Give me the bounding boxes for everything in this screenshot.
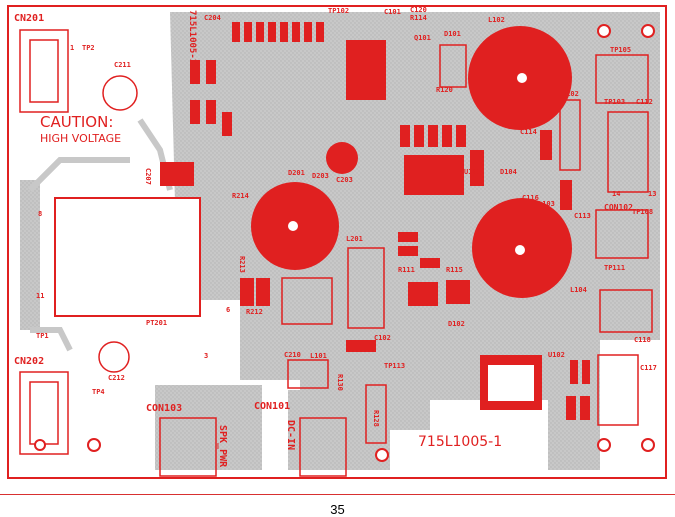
label-c212: C212 [108, 374, 125, 382]
label-c210: C210 [284, 351, 301, 359]
label-d104: D104 [500, 168, 517, 176]
pin-6: 6 [226, 306, 230, 314]
label-r111: R111 [398, 266, 415, 274]
label-q101: Q101 [414, 34, 431, 42]
heatsink-c [599, 289, 653, 333]
label-c113: C113 [574, 212, 591, 220]
label-l104: L104 [570, 286, 587, 294]
label-l101: L101 [310, 352, 327, 360]
board-part-number-vertical: 715L1005-1 [187, 10, 197, 64]
label-con103: CON103 [146, 403, 182, 414]
label-c203: C203 [336, 176, 353, 184]
label-con102: CON102 [604, 203, 633, 212]
label-c118: C118 [634, 336, 651, 344]
label-r115: R115 [446, 266, 463, 274]
label-l102: L102 [488, 16, 505, 24]
label-spk-pwr: SPK_PWR [217, 425, 228, 468]
label-r114: R114 [410, 14, 427, 22]
mounting-holes [34, 24, 655, 462]
high-voltage-text: HIGH VOLTAGE [40, 132, 121, 145]
label-tp4: TP4 [92, 388, 105, 396]
cn202-housing [19, 371, 69, 455]
pin-14: 14 [612, 190, 620, 198]
label-dc-in: DC-IN [285, 420, 296, 450]
label-tp105: TP105 [610, 46, 631, 54]
label-tp111: TP111 [604, 264, 625, 272]
c212-outline [98, 341, 130, 373]
q101-body [346, 40, 386, 100]
label-d101: D101 [444, 30, 461, 38]
label-u101: U101 [464, 168, 481, 176]
label-tp1: TP1 [36, 332, 49, 340]
label-tp113: TP113 [384, 362, 405, 370]
label-d201: D201 [288, 169, 305, 177]
pin-3: 3 [204, 352, 208, 360]
label-cn202: CN202 [14, 356, 44, 367]
board-part-number: 715L1005-1 [418, 434, 502, 450]
con102-housing [607, 111, 649, 193]
c203-outline [326, 142, 358, 174]
label-c112: C112 [636, 98, 653, 106]
heatsink-a [595, 54, 649, 104]
cn201-housing [19, 29, 69, 113]
label-c204: C204 [204, 14, 221, 22]
labels: CN201 CN202 CON103 CON101 CON102 CAUTION… [14, 6, 657, 468]
pin-8: 8 [38, 210, 42, 218]
label-r213: R213 [238, 256, 246, 273]
label-c116: C116 [522, 194, 539, 202]
heatsink-b [595, 209, 649, 259]
label-c207: C207 [144, 168, 152, 185]
label-c211: C211 [114, 61, 131, 69]
label-con101: CON101 [254, 401, 290, 412]
label-r212: R212 [246, 308, 263, 316]
d101-body [439, 44, 467, 88]
label-l103: L103 [538, 200, 555, 208]
label-c101: C101 [384, 8, 401, 16]
c211-outline [102, 75, 138, 111]
label-c102: C102 [374, 334, 391, 342]
label-c117: C117 [640, 364, 657, 372]
label-u102: U102 [548, 351, 565, 359]
pcb-silkscreen-diagram: CN201 CN202 CON103 CON101 CON102 CAUTION… [7, 5, 667, 479]
r128-body [365, 384, 387, 444]
label-r120: R120 [436, 86, 453, 94]
con103-housing [159, 417, 217, 477]
label-tp102: TP102 [328, 7, 349, 15]
label-l201: L201 [346, 235, 363, 243]
heatsink-d [597, 354, 639, 426]
label-r128: R128 [372, 410, 380, 427]
caution-text: CAUTION: [40, 113, 113, 131]
label-tp2: TP2 [82, 44, 95, 52]
label-r214: R214 [232, 192, 249, 200]
pin-1-cn201: 1 [70, 44, 74, 52]
label-d203: D203 [312, 172, 329, 180]
label-f102: F102 [562, 90, 579, 98]
label-c114: C114 [520, 128, 537, 136]
pin-11: 11 [36, 292, 44, 300]
label-r130: R130 [336, 374, 344, 391]
pin-13: 13 [648, 190, 656, 198]
pt201-body [54, 197, 201, 317]
label-tp108: TP108 [632, 208, 653, 216]
label-cn201: CN201 [14, 13, 44, 24]
small-components [160, 22, 590, 420]
con101-housing [299, 417, 347, 477]
page-number: 35 [330, 502, 345, 517]
label-pt201: PT201 [146, 319, 167, 327]
f102-body [559, 99, 581, 171]
label-d102: D102 [448, 320, 465, 328]
l201-body [347, 247, 385, 329]
label-tp103: TP103 [604, 98, 625, 106]
label-c120: C120 [410, 6, 427, 14]
footer-rule [0, 494, 675, 495]
l101-body [281, 277, 333, 325]
